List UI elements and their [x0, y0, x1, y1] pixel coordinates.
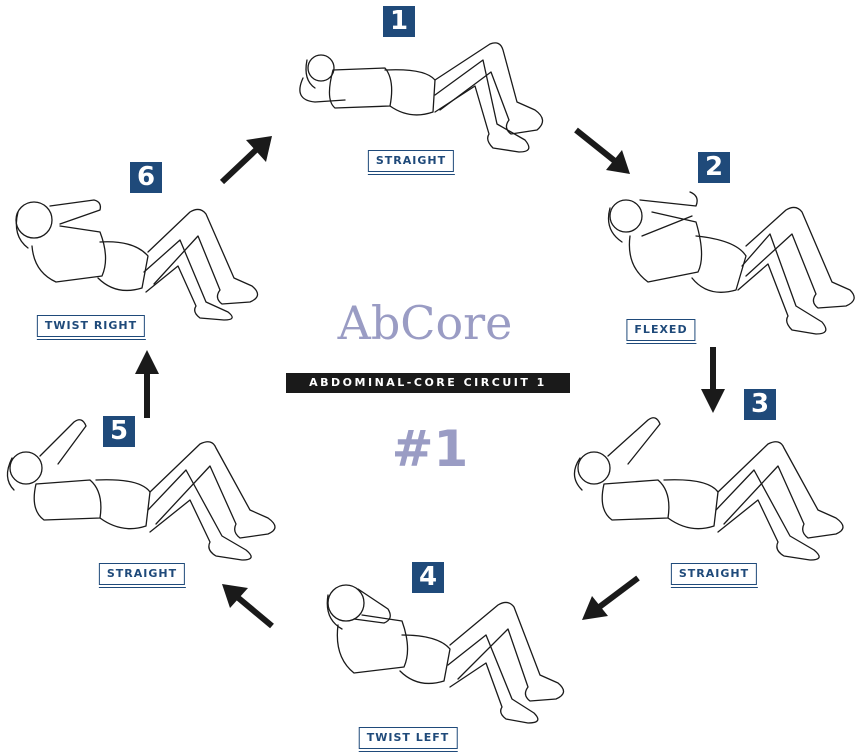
arrow-4-to-5-icon	[218, 580, 276, 630]
arrow-3-to-4-icon	[578, 574, 642, 622]
step-2-label: FLEXED	[625, 319, 697, 344]
brand-title: AbCore	[337, 296, 513, 350]
circuit-number: #1	[391, 420, 469, 478]
step-4-figure-icon	[308, 575, 578, 725]
step-6-label: TWIST RIGHT	[36, 315, 146, 340]
step-5-number: 5	[103, 416, 135, 447]
step-5-figure-icon	[2, 402, 294, 562]
step-4-label: TWIST LEFT	[358, 727, 458, 752]
step-6-figure-icon	[4, 190, 266, 321]
step-1-number: 1	[383, 6, 415, 37]
step-6-number: 6	[130, 162, 162, 193]
arrow-1-to-2-icon	[572, 126, 632, 176]
step-1-figure-icon	[285, 40, 555, 155]
arrow-5-to-6-icon	[134, 346, 160, 420]
step-2-figure-icon	[596, 186, 858, 342]
step-5-label: STRAIGHT	[98, 563, 186, 588]
step-3-number: 3	[744, 389, 776, 420]
arrow-2-to-3-icon	[700, 345, 726, 415]
arrow-6-to-1-icon	[218, 132, 276, 186]
step-1-label: STRAIGHT	[367, 150, 455, 175]
step-2-number: 2	[698, 152, 730, 183]
step-4-number: 4	[412, 562, 444, 593]
circuit-subtitle: ABDOMINAL-CORE CIRCUIT 1	[286, 373, 570, 393]
step-3-figure-icon	[568, 400, 863, 561]
step-3-label: STRAIGHT	[670, 563, 758, 588]
